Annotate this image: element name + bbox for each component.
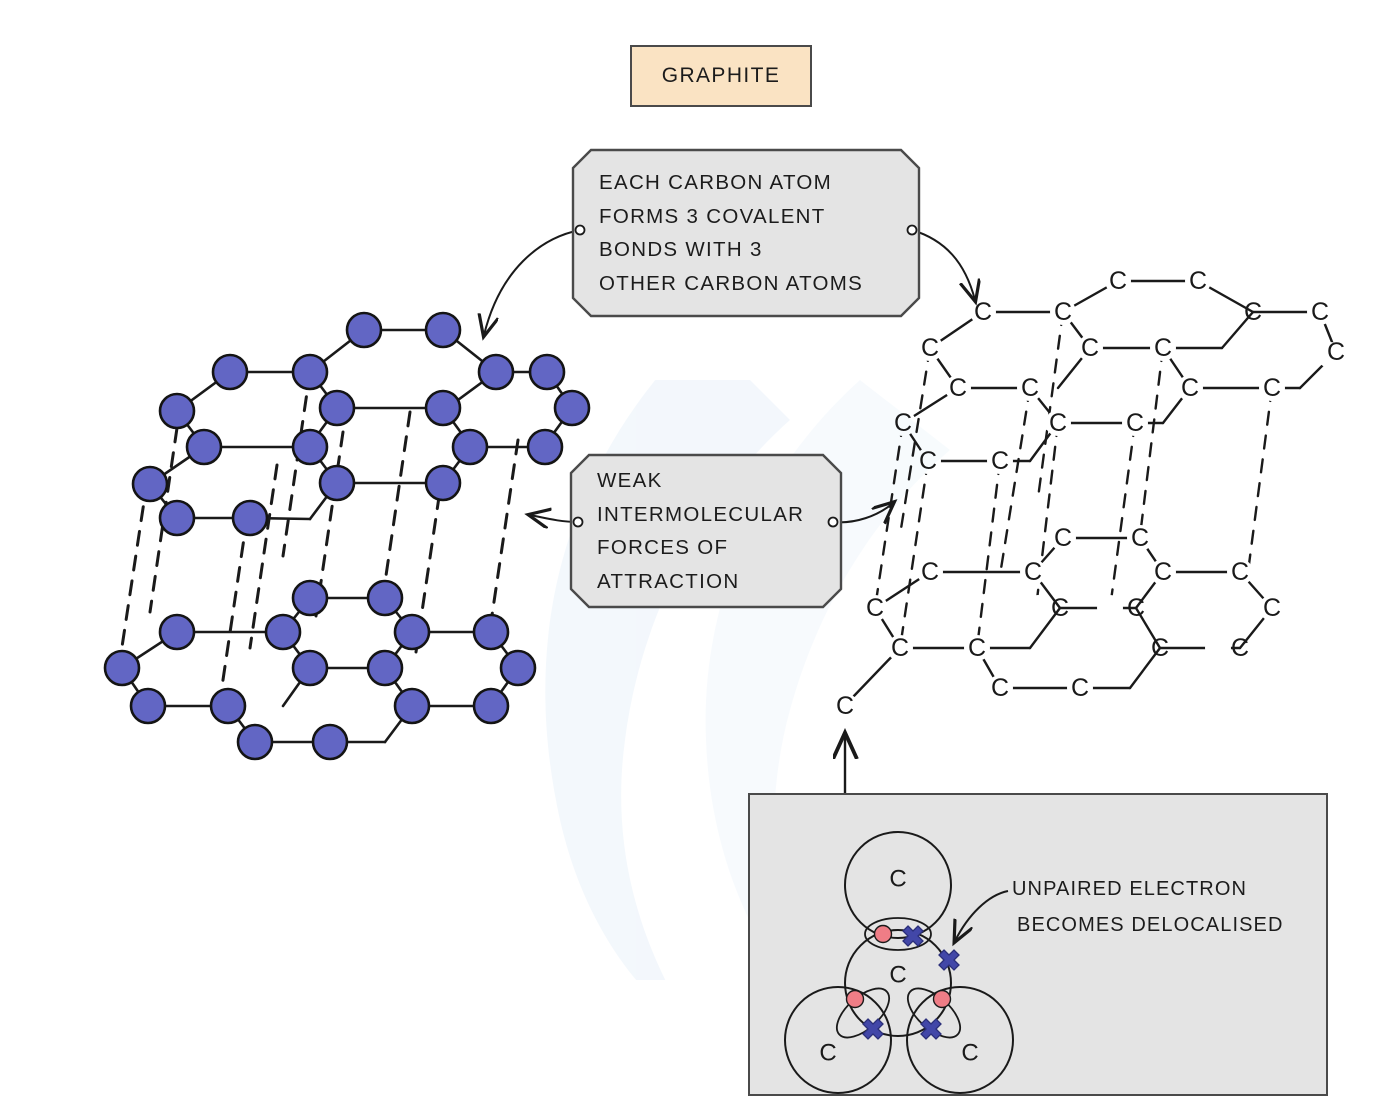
callout-line: FORCES OF xyxy=(597,536,729,559)
svg-text:C: C xyxy=(991,674,1009,702)
carbon-shell-right xyxy=(906,986,1014,1094)
svg-text:C: C xyxy=(1327,338,1345,366)
svg-text:C: C xyxy=(968,634,986,662)
electron-shell-diagram: C C C C xyxy=(784,831,1014,1094)
weak-forces-callout: WEAK INTERMOLECULAR FORCES OF ATTRACTION xyxy=(571,455,841,607)
svg-text:C: C xyxy=(1154,558,1172,586)
carbon-label: C xyxy=(819,1040,836,1067)
svg-text:C: C xyxy=(1311,298,1329,326)
svg-text:C: C xyxy=(1231,558,1249,586)
carbon-label: C xyxy=(889,866,906,893)
svg-text:C: C xyxy=(1049,409,1067,437)
svg-text:C: C xyxy=(1051,594,1069,622)
bond-lens-top xyxy=(864,917,932,951)
svg-text:C: C xyxy=(1024,558,1042,586)
electron-dots xyxy=(845,924,952,1009)
covalent-bonds-text: EACH CARBON ATOM FORMS 3 COVALENT BONDS … xyxy=(599,166,907,300)
carbon-shell-left xyxy=(784,986,892,1094)
svg-text:C: C xyxy=(919,447,937,475)
svg-text:C: C xyxy=(1054,524,1072,552)
callout-line: EACH CARBON ATOM xyxy=(599,171,833,194)
delocalised-annotation: UNPAIRED ELECTRON BECOMES DELOCALISED xyxy=(1012,871,1284,943)
covalent-bonds-callout: EACH CARBON ATOM FORMS 3 COVALENT BONDS … xyxy=(573,150,919,316)
svg-text:C: C xyxy=(866,594,884,622)
svg-text:C: C xyxy=(1071,674,1089,702)
svg-text:C: C xyxy=(1154,334,1172,362)
svg-text:C: C xyxy=(921,334,939,362)
delocalised-electron-inset: C C C C xyxy=(748,793,1328,1096)
carbon-label: C xyxy=(961,1040,978,1067)
svg-text:C: C xyxy=(991,447,1009,475)
svg-text:C: C xyxy=(1244,298,1262,326)
electron-crosses xyxy=(862,925,960,1040)
annotation-line: UNPAIRED ELECTRON xyxy=(1012,878,1248,900)
page-title-label: GRAPHITE xyxy=(661,64,781,87)
svg-text:C: C xyxy=(1109,267,1127,295)
page-title: GRAPHITE xyxy=(630,45,812,107)
callout-line: OTHER CARBON ATOMS xyxy=(599,271,864,295)
svg-text:C: C xyxy=(1181,374,1199,402)
svg-text:C: C xyxy=(891,634,909,662)
svg-text:C: C xyxy=(1263,374,1281,402)
svg-text:C: C xyxy=(949,374,967,402)
svg-text:C: C xyxy=(1081,334,1099,362)
svg-text:C: C xyxy=(1054,298,1072,326)
weak-forces-text: WEAK INTERMOLECULAR FORCES OF ATTRACTION xyxy=(597,464,829,598)
callout-line: FORMS 3 COVALENT xyxy=(599,204,826,228)
svg-text:C: C xyxy=(1231,634,1249,662)
svg-text:C: C xyxy=(1021,374,1039,402)
svg-text:C: C xyxy=(1127,594,1145,622)
svg-text:C: C xyxy=(894,409,912,437)
svg-text:C: C xyxy=(836,692,854,720)
unpaired-electron-cross xyxy=(938,949,960,971)
carbon-shell-centre xyxy=(844,929,952,1037)
svg-text:C: C xyxy=(1126,409,1144,437)
svg-text:C: C xyxy=(1189,267,1207,295)
svg-text:C: C xyxy=(1263,594,1281,622)
svg-text:C: C xyxy=(921,558,939,586)
callout-line: INTERMOLECULAR xyxy=(597,502,805,526)
annotation-line: BECOMES DELOCALISED xyxy=(1017,914,1284,936)
svg-text:C: C xyxy=(1131,524,1149,552)
callout-line: WEAK xyxy=(597,469,663,492)
callout-line: ATTRACTION xyxy=(597,569,740,593)
callout-line: BONDS WITH 3 xyxy=(599,238,763,261)
svg-text:C: C xyxy=(1151,634,1169,662)
carbon-label: C xyxy=(889,962,906,989)
carbon-shell-top xyxy=(844,831,952,939)
bond-lens-left xyxy=(836,987,890,1039)
